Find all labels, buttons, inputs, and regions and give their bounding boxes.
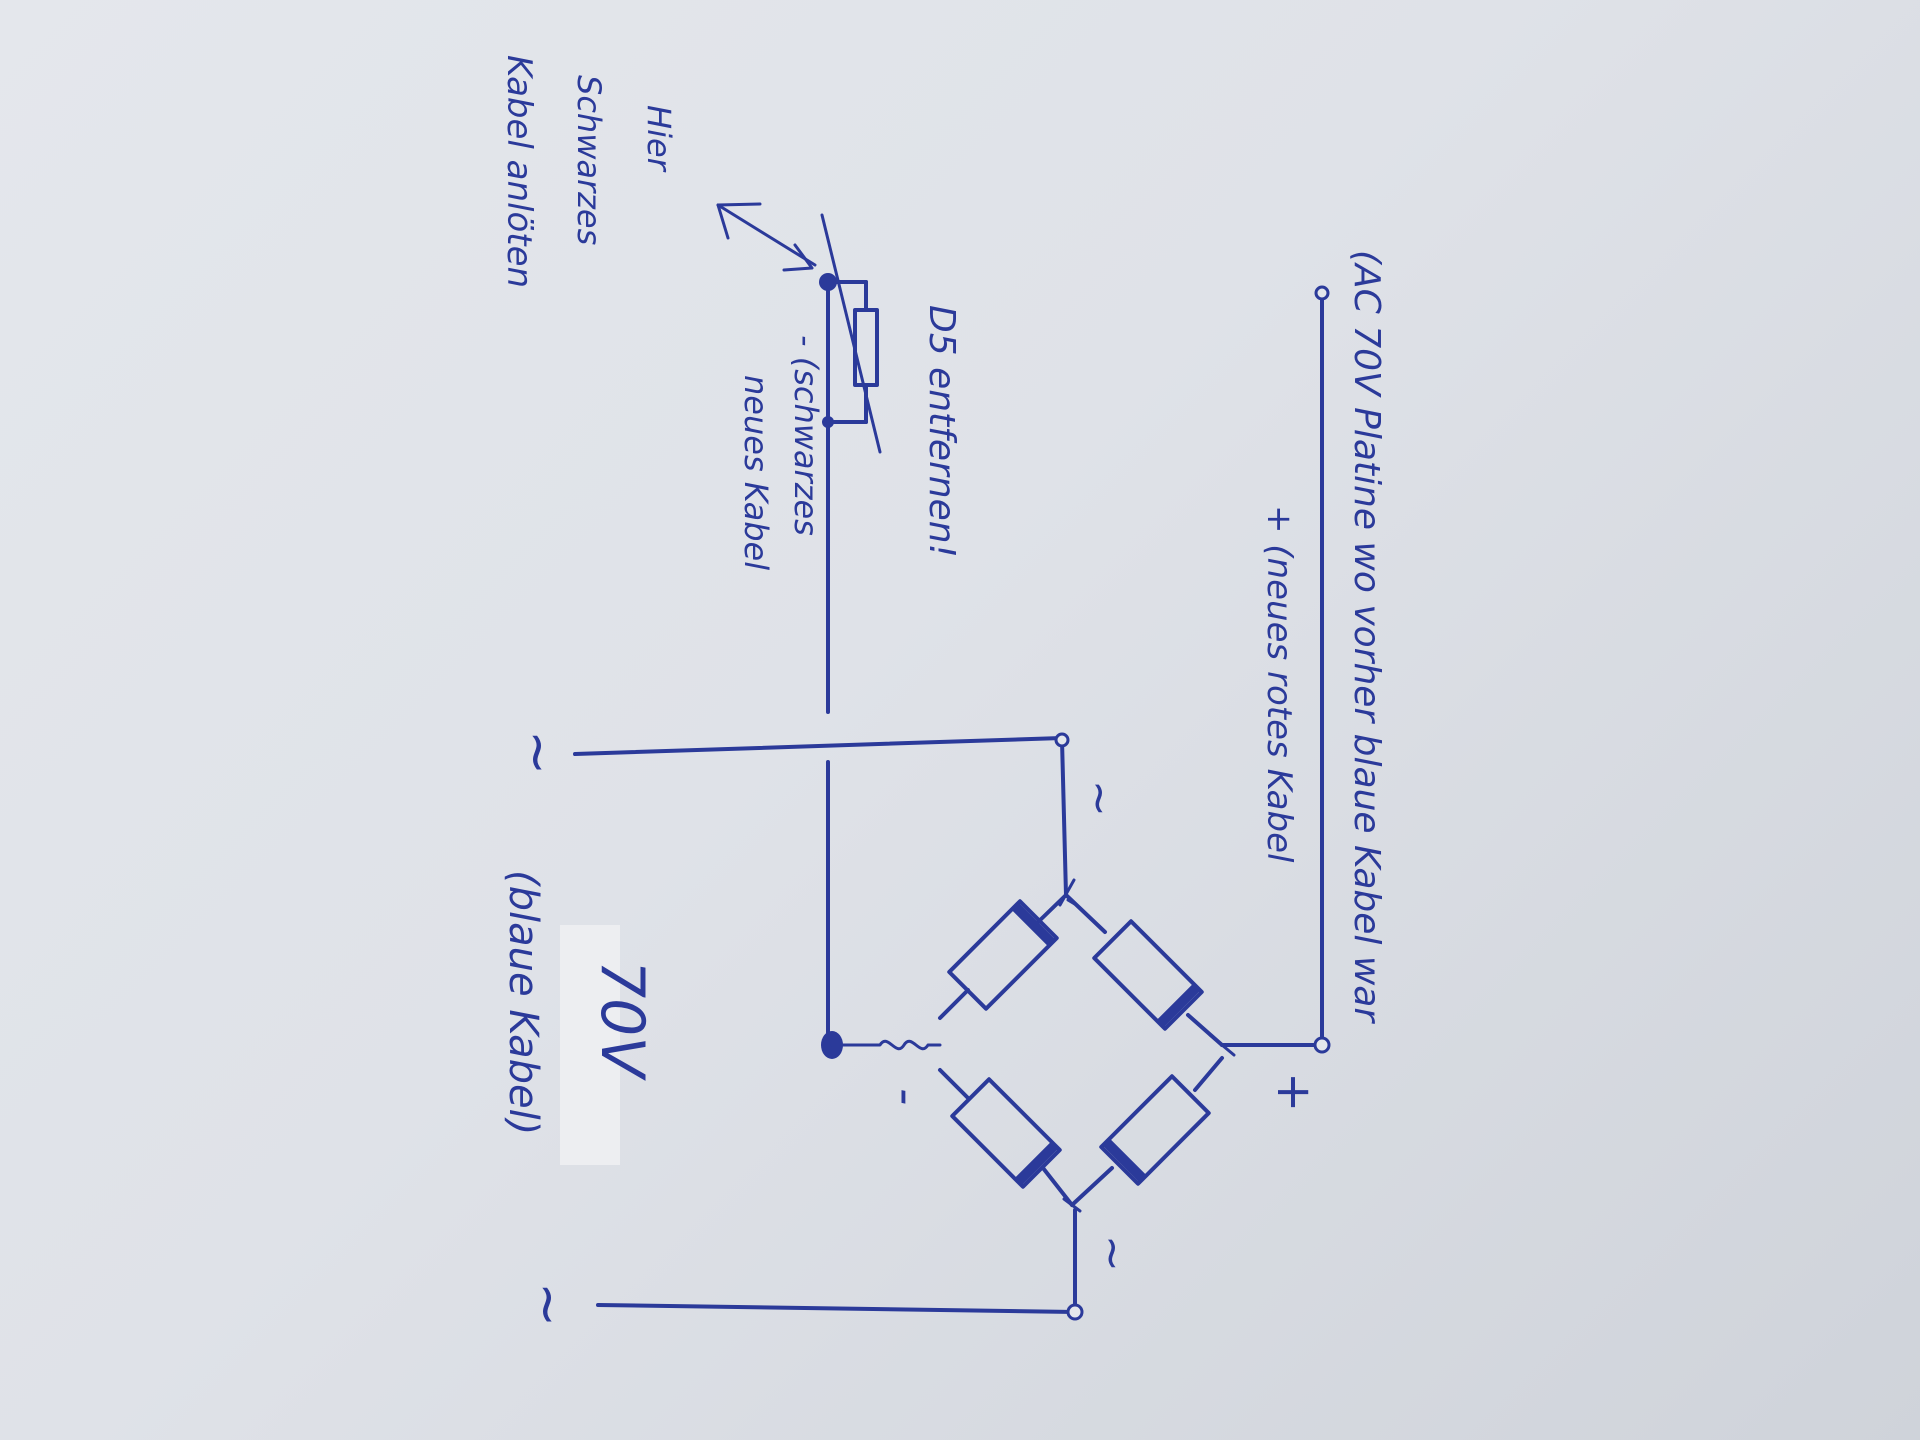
- plus-terminal: [1314, 285, 1330, 301]
- diode-d4: [1099, 1074, 1211, 1186]
- solder-arrow: [716, 202, 817, 272]
- ac-label-node-top: ~: [1074, 780, 1125, 817]
- note-top: (AC 70V Platine wo vorher blaue Kabel wa…: [1346, 250, 1387, 1024]
- plus-node: [1313, 1036, 1331, 1054]
- note-here-1: Hier: [640, 105, 678, 173]
- diode-d5: [820, 213, 882, 454]
- note-new-cable: neues Kabel: [737, 375, 775, 570]
- voltage-label: 70V: [587, 960, 657, 1081]
- ac-node-top: [1054, 732, 1070, 748]
- note-minus-black: - (schwarzes: [787, 335, 825, 536]
- minus-sign-label: -: [878, 1088, 934, 1105]
- ac-wire-top: [573, 736, 1064, 756]
- ac-label-node-bottom: ~: [1087, 1235, 1138, 1272]
- note-d5: D5 entfernen!: [921, 305, 962, 558]
- note-here-2: Schwarzes: [570, 75, 608, 245]
- correction-patch: [560, 925, 620, 1165]
- note-here-3: Kabel anlöten: [499, 55, 539, 288]
- note-plus-red: + (neues rotes Kabel: [1259, 505, 1299, 863]
- bridge-rectifier: [938, 878, 1236, 1213]
- ac-wire-bottom: [596, 1303, 1077, 1314]
- ac-label-left-bottom: ~: [517, 1282, 580, 1327]
- ac-node-bottom: [1066, 1303, 1084, 1321]
- diode-d2: [1092, 919, 1204, 1031]
- ac-wire-top-drop: [1060, 738, 1068, 897]
- minus-coil: [830, 1039, 942, 1051]
- plus-sign-label: +: [1266, 1072, 1322, 1112]
- note-blue-cable: (blaue Kabel): [500, 870, 546, 1135]
- ac-label-left-top: ~: [507, 730, 570, 775]
